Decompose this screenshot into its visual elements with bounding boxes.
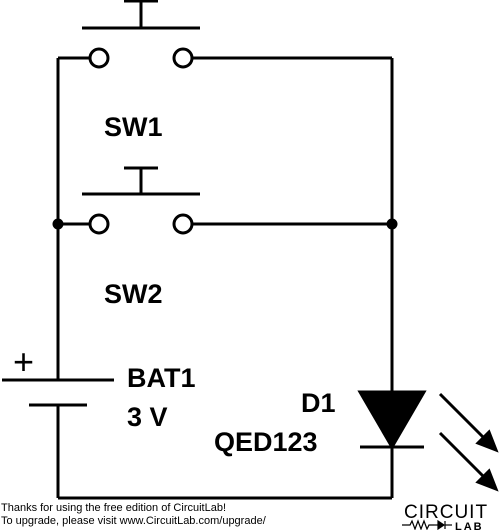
logo-resistor-diode-icon [402,519,452,530]
junction-dot-left [52,218,64,230]
d1-emission-arrow-1-head [475,429,499,453]
bat1-polarity-mark: + [13,341,34,382]
d1-emission-arrow-2-head [475,468,499,492]
circuitlab-logo: CIRCUIT LAB [402,502,488,530]
d1-emission-arrow-1-shaft [438,392,488,442]
sw1-switch-symbol [82,0,200,69]
d1-value: QED123 [214,427,318,457]
sw2-contact-right [172,213,194,235]
sw1-contact-right [172,47,194,69]
footer-thanks-text: Thanks for using the free edition of Cir… [1,502,227,514]
sw2-switch-symbol [82,166,200,235]
bat1-battery-symbol [2,378,114,407]
sw2-contact-left [88,213,110,235]
logo-word-bottom: LAB [455,521,484,530]
junction-dot-right [386,218,398,230]
logo-word-top: CIRCUIT [404,502,488,523]
sw2-label: SW2 [104,279,163,309]
bat1-label: BAT1 [127,363,196,393]
sw1-label: SW1 [104,112,163,142]
d1-label: D1 [301,388,336,418]
d1-emission-arrow-2-shaft [438,431,488,481]
footer-upgrade-text: To upgrade, please visit www.CircuitLab.… [1,515,266,527]
bat1-value: 3 V [127,402,168,432]
d1-diode-triangle [357,390,427,450]
sw1-contact-left [88,47,110,69]
d1-led-symbol [357,390,499,492]
